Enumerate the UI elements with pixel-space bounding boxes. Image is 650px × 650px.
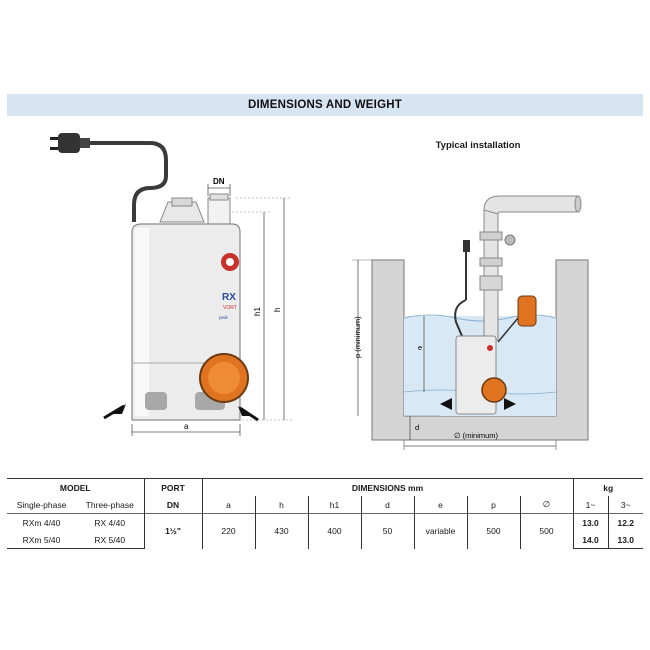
install-d-label: d bbox=[415, 423, 419, 432]
col-single-phase: Single-phase bbox=[16, 499, 67, 510]
col-three-phase: Three-phase bbox=[85, 499, 134, 510]
brand-label: RX bbox=[222, 292, 236, 303]
install-width-label: ∅ (minimum) bbox=[454, 431, 499, 440]
dim-h1-label: h1 bbox=[253, 307, 262, 316]
row2-kg1: 14.0 bbox=[572, 531, 608, 549]
maker-label: pedr bbox=[219, 315, 229, 320]
brand-sub-label: VORT bbox=[223, 305, 237, 311]
col-kg3: 3~ bbox=[607, 496, 643, 514]
col-dia: ∅ bbox=[519, 496, 573, 514]
dn-label: DN bbox=[213, 177, 225, 186]
cell-p: 500 bbox=[466, 513, 520, 549]
col-kg: kg bbox=[572, 478, 643, 496]
cell-a: 220 bbox=[201, 513, 255, 549]
install-title: Typical installation bbox=[435, 140, 521, 151]
table-row: RXm 5/40 RX 5/40 14.0 13.0 bbox=[7, 531, 643, 549]
col-kg1: 1~ bbox=[572, 496, 608, 514]
pump-drawing: RX VORT pedr DN a h1 h bbox=[50, 133, 292, 436]
installation-drawing: p (minimum) e d ∅ (minimum) bbox=[352, 195, 589, 450]
row1-three: RX 4/40 bbox=[76, 513, 144, 531]
row1-single: RXm 4/40 bbox=[7, 513, 76, 531]
cell-h1: 400 bbox=[307, 513, 361, 549]
table-row: RXm 4/40 RX 4/40 1½" 220 430 400 50 vari… bbox=[7, 513, 643, 549]
dim-a-label: a bbox=[184, 422, 189, 431]
col-dn: DN bbox=[143, 496, 202, 514]
install-e-label: e bbox=[418, 343, 422, 352]
install-p-label: p (minimum) bbox=[353, 316, 362, 358]
col-port: PORT bbox=[143, 478, 202, 496]
row1-kg3: 12.2 bbox=[607, 513, 643, 531]
cell-dn: 1½" bbox=[143, 513, 202, 549]
row2-kg3: 13.0 bbox=[607, 531, 643, 549]
col-e: e bbox=[413, 496, 467, 514]
col-model: MODEL bbox=[7, 478, 144, 496]
dim-h-label: h bbox=[273, 308, 282, 312]
power-plug-icon bbox=[50, 133, 90, 153]
cell-h: 430 bbox=[254, 513, 308, 549]
section-header: DIMENSIONS AND WEIGHT bbox=[7, 94, 643, 116]
row2-three: RX 5/40 bbox=[76, 531, 144, 549]
cell-dia: 500 bbox=[519, 513, 573, 549]
technical-drawing: RX VORT pedr DN a h1 h bbox=[50, 133, 589, 450]
col-a: a bbox=[201, 496, 255, 514]
col-dimensions: DIMENSIONS mm bbox=[201, 478, 573, 496]
dimensions-table: MODEL PORT DIMENSIONS mm kg Single-phase… bbox=[7, 478, 643, 549]
cell-e: variable bbox=[413, 513, 467, 549]
section-title: DIMENSIONS AND WEIGHT bbox=[248, 99, 402, 111]
cell-d: 50 bbox=[360, 513, 414, 549]
row2-single: RXm 5/40 bbox=[7, 531, 76, 549]
col-p: p bbox=[466, 496, 520, 514]
col-d: d bbox=[360, 496, 414, 514]
col-h1: h1 bbox=[307, 496, 361, 514]
col-h: h bbox=[254, 496, 308, 514]
row1-kg1: 13.0 bbox=[572, 513, 608, 531]
